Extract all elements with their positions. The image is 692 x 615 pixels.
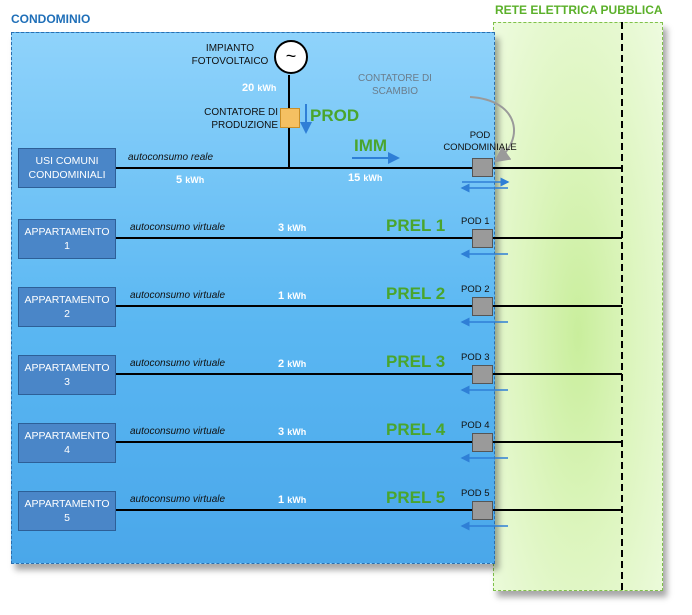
prod-kwh: 20 kWh: [242, 82, 276, 94]
pod-label: POD 4: [461, 420, 490, 431]
usi-kwh-value: 5: [176, 174, 183, 186]
apartment-kwh-value: 3: [278, 222, 285, 234]
apartment-box-3: APPARTAMENTO 3: [18, 355, 116, 395]
apartment-number: 2: [64, 308, 70, 320]
apartment-number: 3: [64, 376, 70, 388]
pod-label: POD 1: [461, 216, 490, 227]
apartment-kwh-unit: kWh: [287, 495, 307, 505]
pod-meter: [472, 433, 493, 452]
apartment-kwh: 3 kWh: [278, 426, 306, 438]
contatore-produzione-label: CONTATORE DI PRODUZIONE: [196, 106, 278, 132]
prod-kwh-unit: kWh: [257, 83, 277, 93]
apartment-box-4: APPARTAMENTO 4: [18, 423, 116, 463]
pod-label: POD 5: [461, 488, 490, 499]
pod-cond-line1: POD: [469, 130, 491, 141]
apartment-label: APPARTAMENTO: [24, 226, 110, 238]
autoconsumo-virtuale-label: autoconsumo virtuale: [130, 222, 226, 233]
prod-kwh-value: 20: [242, 82, 255, 94]
autoconsumo-reale-label: autoconsumo reale: [128, 152, 214, 163]
prod-label: PROD: [310, 106, 360, 125]
apartment-kwh: 1 kWh: [278, 290, 306, 302]
contatore-prod-line2: PRODUZIONE: [211, 120, 278, 131]
apartment-label: APPARTAMENTO: [24, 498, 110, 510]
scambio-line1: CONTATORE DI: [358, 73, 432, 84]
usi-kwh-unit: kWh: [185, 175, 205, 185]
apartment-kwh-value: 1: [278, 290, 285, 302]
apartment-kwh-unit: kWh: [287, 223, 307, 233]
apartment-number: 5: [64, 512, 70, 524]
apartment-kwh: 1 kWh: [278, 494, 306, 506]
apartment-kwh-value: 3: [278, 426, 285, 438]
rete-title: RETE ELETTRICA PUBBLICA: [495, 3, 663, 17]
pod-meter: [472, 229, 493, 248]
usi-comuni-kwh: 5 kWh: [176, 174, 204, 186]
impianto-label: IMPIANTO FOTOVOLTAICO: [190, 42, 270, 68]
impianto-line1: IMPIANTO: [205, 43, 255, 54]
scambio-line2: SCAMBIO: [371, 86, 419, 97]
apartment-kwh-unit: kWh: [287, 427, 307, 437]
apartment-number: 4: [64, 444, 70, 456]
imm-kwh-value: 15: [348, 172, 361, 184]
apartment-kwh: 2 kWh: [278, 358, 306, 370]
autoconsumo-virtuale-label: autoconsumo virtuale: [130, 494, 226, 505]
impianto-line2: FOTOVOLTAICO: [191, 56, 269, 67]
pod-label: POD 2: [461, 284, 490, 295]
apartment-box-5: APPARTAMENTO 5: [18, 491, 116, 531]
pv-generator-icon: ~: [274, 40, 308, 74]
contatore-prod-line1: CONTATORE DI: [204, 107, 278, 118]
apartment-number: 1: [64, 240, 70, 252]
prel-label: PREL 5: [386, 488, 446, 507]
pod-meter: [472, 365, 493, 384]
autoconsumo-virtuale-label: autoconsumo virtuale: [130, 358, 226, 369]
apartment-kwh-value: 1: [278, 494, 285, 506]
scambio-pointer: [469, 96, 515, 163]
pod-label: POD 3: [461, 352, 490, 363]
prel-label: PREL 4: [386, 420, 446, 439]
apartment-kwh: 3 kWh: [278, 222, 306, 234]
usi-comuni-line2: CONDOMINIALI: [28, 169, 106, 181]
prel-label: PREL 2: [386, 284, 446, 303]
apartment-label: APPARTAMENTO: [24, 362, 110, 374]
pod-meter: [472, 297, 493, 316]
autoconsumo-virtuale-label: autoconsumo virtuale: [130, 290, 226, 301]
prel-label: PREL 1: [386, 216, 446, 235]
apartment-kwh-unit: kWh: [287, 291, 307, 301]
apartment-label: APPARTAMENTO: [24, 430, 110, 442]
pod-condominiale-meter: [472, 158, 493, 177]
apartment-box-2: APPARTAMENTO 2: [18, 287, 116, 327]
pod-condominiale-label: POD CONDOMINIALE: [440, 130, 520, 154]
condominio-title: CONDOMINIO: [11, 12, 91, 26]
apartment-label: APPARTAMENTO: [24, 294, 110, 306]
prel-label: PREL 3: [386, 352, 446, 371]
pod-meter: [472, 501, 493, 520]
imm-kwh-unit: kWh: [363, 173, 383, 183]
imm-label: IMM: [354, 136, 388, 155]
autoconsumo-virtuale-label: autoconsumo virtuale: [130, 426, 226, 437]
apartment-kwh-unit: kWh: [287, 359, 307, 369]
imm-kwh: 15 kWh: [348, 172, 382, 184]
usi-comuni-line1: USI COMUNI: [35, 155, 99, 167]
apartment-box-1: APPARTAMENTO 1: [18, 219, 116, 259]
apartment-kwh-value: 2: [278, 358, 285, 370]
pod-cond-line2: CONDOMINIALE: [443, 142, 517, 153]
usi-comuni-box: USI COMUNI CONDOMINIALI: [18, 148, 116, 188]
production-meter-icon: [280, 108, 300, 128]
contatore-scambio-label: CONTATORE DI SCAMBIO: [350, 72, 440, 98]
